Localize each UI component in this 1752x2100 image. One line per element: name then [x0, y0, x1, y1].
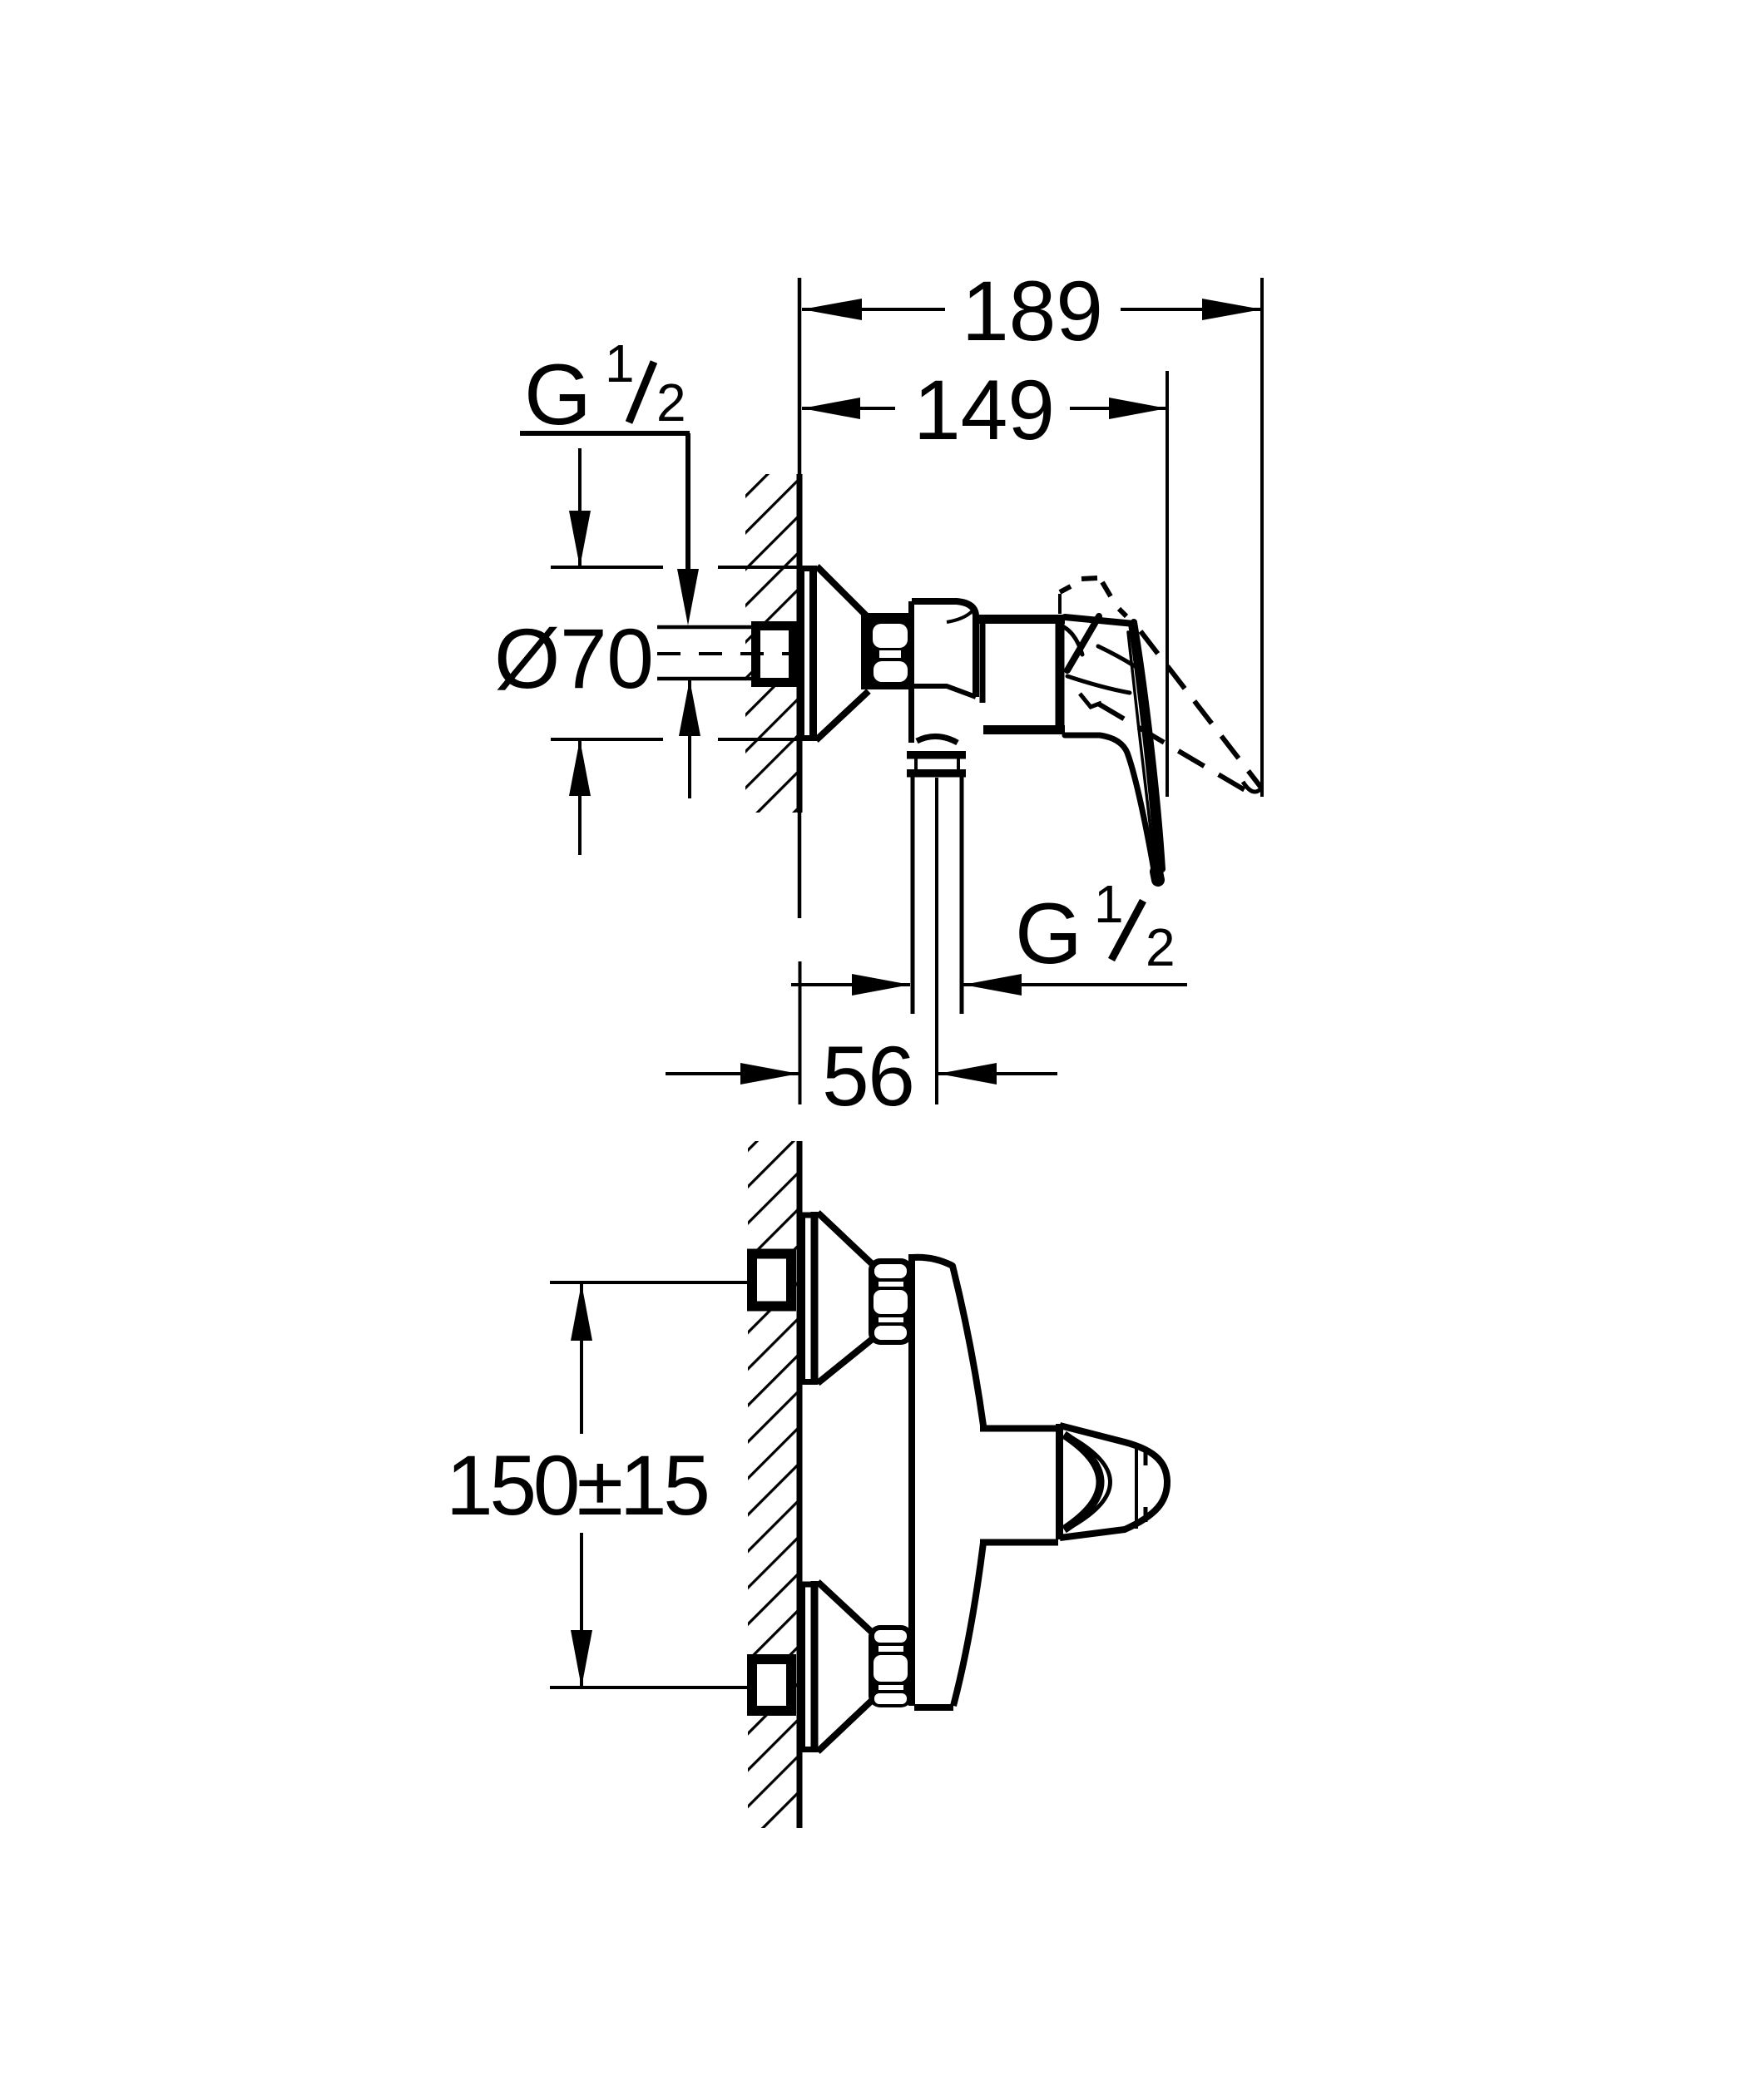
svg-text:G: G — [1015, 886, 1082, 982]
svg-text:150±15: 150±15 — [446, 1438, 710, 1533]
svg-text:1: 1 — [1094, 874, 1124, 934]
svg-text:189: 189 — [962, 264, 1103, 358]
svg-text:56: 56 — [822, 1029, 915, 1124]
svg-text:Ø70: Ø70 — [494, 611, 654, 706]
svg-text:2: 2 — [1146, 917, 1175, 977]
svg-text:2: 2 — [656, 373, 686, 432]
svg-text:G: G — [524, 347, 591, 443]
svg-text:1: 1 — [605, 334, 635, 393]
svg-text:149: 149 — [913, 363, 1055, 457]
